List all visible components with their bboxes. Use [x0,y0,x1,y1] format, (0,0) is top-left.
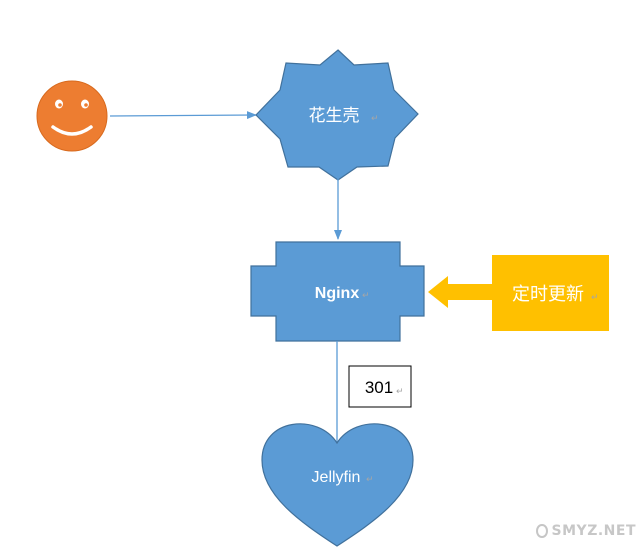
paragraph-mark-icon: ↵ [371,113,379,123]
redirect-301-box: 301 ↵ [348,365,412,408]
watermark-logo-icon [536,524,548,538]
update-arrow-icon [428,276,492,308]
nginx-node: Nginx ↵ [250,241,425,342]
user-smiley-icon [36,80,108,152]
paragraph-mark-icon: ↵ [362,290,370,300]
jellyfin-label: Jellyfin [312,469,361,486]
paragraph-mark-icon: ↵ [366,474,374,484]
watermark-text: SMYZ.NET [551,523,636,539]
jellyfin-node: Jellyfin ↵ [261,423,414,547]
redirect-301-label: 301 [365,378,393,397]
huashengke-label: 花生壳 [309,106,360,125]
scheduled-update-node: 定时更新 ↵ [492,255,609,331]
huashengke-node: 花生壳 ↵ [255,49,419,181]
paragraph-mark-icon: ↵ [591,292,599,302]
arrow-user-to-huashengke [109,111,257,120]
nginx-label: Nginx [315,285,360,302]
watermark: SMYZ.NET [536,518,636,544]
scheduled-update-label: 定时更新 [512,284,584,304]
paragraph-mark-icon: ↵ [396,386,404,396]
